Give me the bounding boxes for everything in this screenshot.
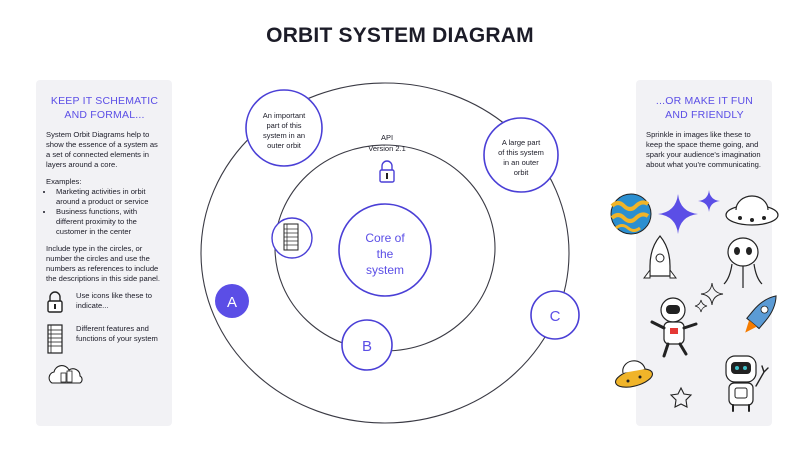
node-b[interactable]: B	[341, 319, 393, 371]
api-version-label: Version 2.1	[368, 144, 406, 153]
core-label-line: the	[377, 247, 394, 261]
large-part-node[interactable]: A large part of this system in an outer …	[483, 117, 559, 193]
outer-orbit	[200, 82, 570, 424]
node-a[interactable]: A	[215, 284, 249, 318]
core-node[interactable]: Core of the system	[338, 203, 432, 297]
api-node[interactable]: API Version 2.1	[368, 133, 406, 183]
sparkle-icon	[694, 282, 724, 313]
right-panel-heading: ...OR MAKE IT FUN AND FRIENDLY	[646, 94, 763, 122]
left-side-panel: KEEP IT SCHEMATIC AND FORMAL... System O…	[36, 80, 172, 426]
server-rack-icon	[46, 324, 76, 359]
core-label-line: system	[366, 263, 404, 277]
example-item: Business functions, with different proxi…	[54, 207, 163, 237]
right-heading-line-1: ...OR MAKE IT FUN	[655, 95, 754, 107]
large-node-line: A large part	[502, 138, 541, 147]
important-node-line: An important	[263, 111, 306, 120]
lock-icon	[46, 291, 76, 318]
icon-legend-server: Different features and functions of your…	[46, 324, 163, 359]
server-node[interactable]	[271, 217, 313, 259]
robot-icon	[725, 355, 769, 412]
page-title: ORBIT SYSTEM DIAGRAM	[266, 24, 534, 47]
rocket-icon	[643, 235, 677, 279]
alien-icon	[723, 237, 763, 288]
important-node-line: system in an	[263, 131, 305, 140]
large-node-line: of this system	[498, 148, 544, 157]
important-node-line: part of this	[266, 121, 301, 130]
examples-list: Marketing activities in orbit around a p…	[46, 187, 163, 237]
node-a-label: A	[227, 294, 237, 311]
core-label-line: Core of	[365, 231, 405, 245]
icon-legend-lock: Use icons like these to indicate...	[46, 291, 163, 318]
star-icon	[669, 386, 693, 408]
node-b-label: B	[362, 338, 372, 355]
api-label: API	[381, 133, 393, 142]
left-heading-line-1: KEEP IT SCHEMATIC	[50, 95, 159, 107]
left-panel-heading: KEEP IT SCHEMATIC AND FORMAL...	[46, 94, 163, 122]
large-node-line: orbit	[514, 168, 530, 177]
icon-legend-lock-label: Use icons like these to indicate...	[76, 291, 152, 310]
node-c-label: C	[550, 308, 561, 325]
ufo-icon	[725, 195, 779, 226]
astronaut-icon	[650, 297, 698, 358]
lock-icon	[379, 160, 395, 183]
rocket-icon	[745, 295, 777, 333]
left-heading-line-2: AND FORMAL...	[64, 109, 145, 121]
large-node-line: in an outer	[503, 158, 539, 167]
ufo-icon	[614, 360, 654, 388]
tip-paragraph: Include type in the circles, or number t…	[46, 244, 160, 283]
sparkle-icon	[658, 190, 720, 234]
left-panel-text: System Orbit Diagrams help to show the e…	[46, 130, 163, 284]
right-panel-text: Sprinkle in images like these to keep th…	[646, 130, 761, 169]
important-node-line: outer orbit	[267, 141, 302, 150]
example-item: Marketing activities in orbit around a p…	[54, 187, 163, 207]
server-rack-icon	[283, 223, 299, 251]
right-heading-line-2: AND FRIENDLY	[665, 109, 744, 121]
node-c[interactable]: C	[530, 290, 580, 340]
icon-legend-server-label: Different features and functions of your…	[76, 324, 158, 343]
planet-icon	[610, 193, 652, 235]
important-part-node[interactable]: An important part of this system in an o…	[245, 89, 323, 167]
examples-label: Examples:	[46, 177, 82, 186]
cloud-icon	[46, 363, 163, 390]
intro-paragraph: System Orbit Diagrams help to show the e…	[46, 130, 158, 169]
